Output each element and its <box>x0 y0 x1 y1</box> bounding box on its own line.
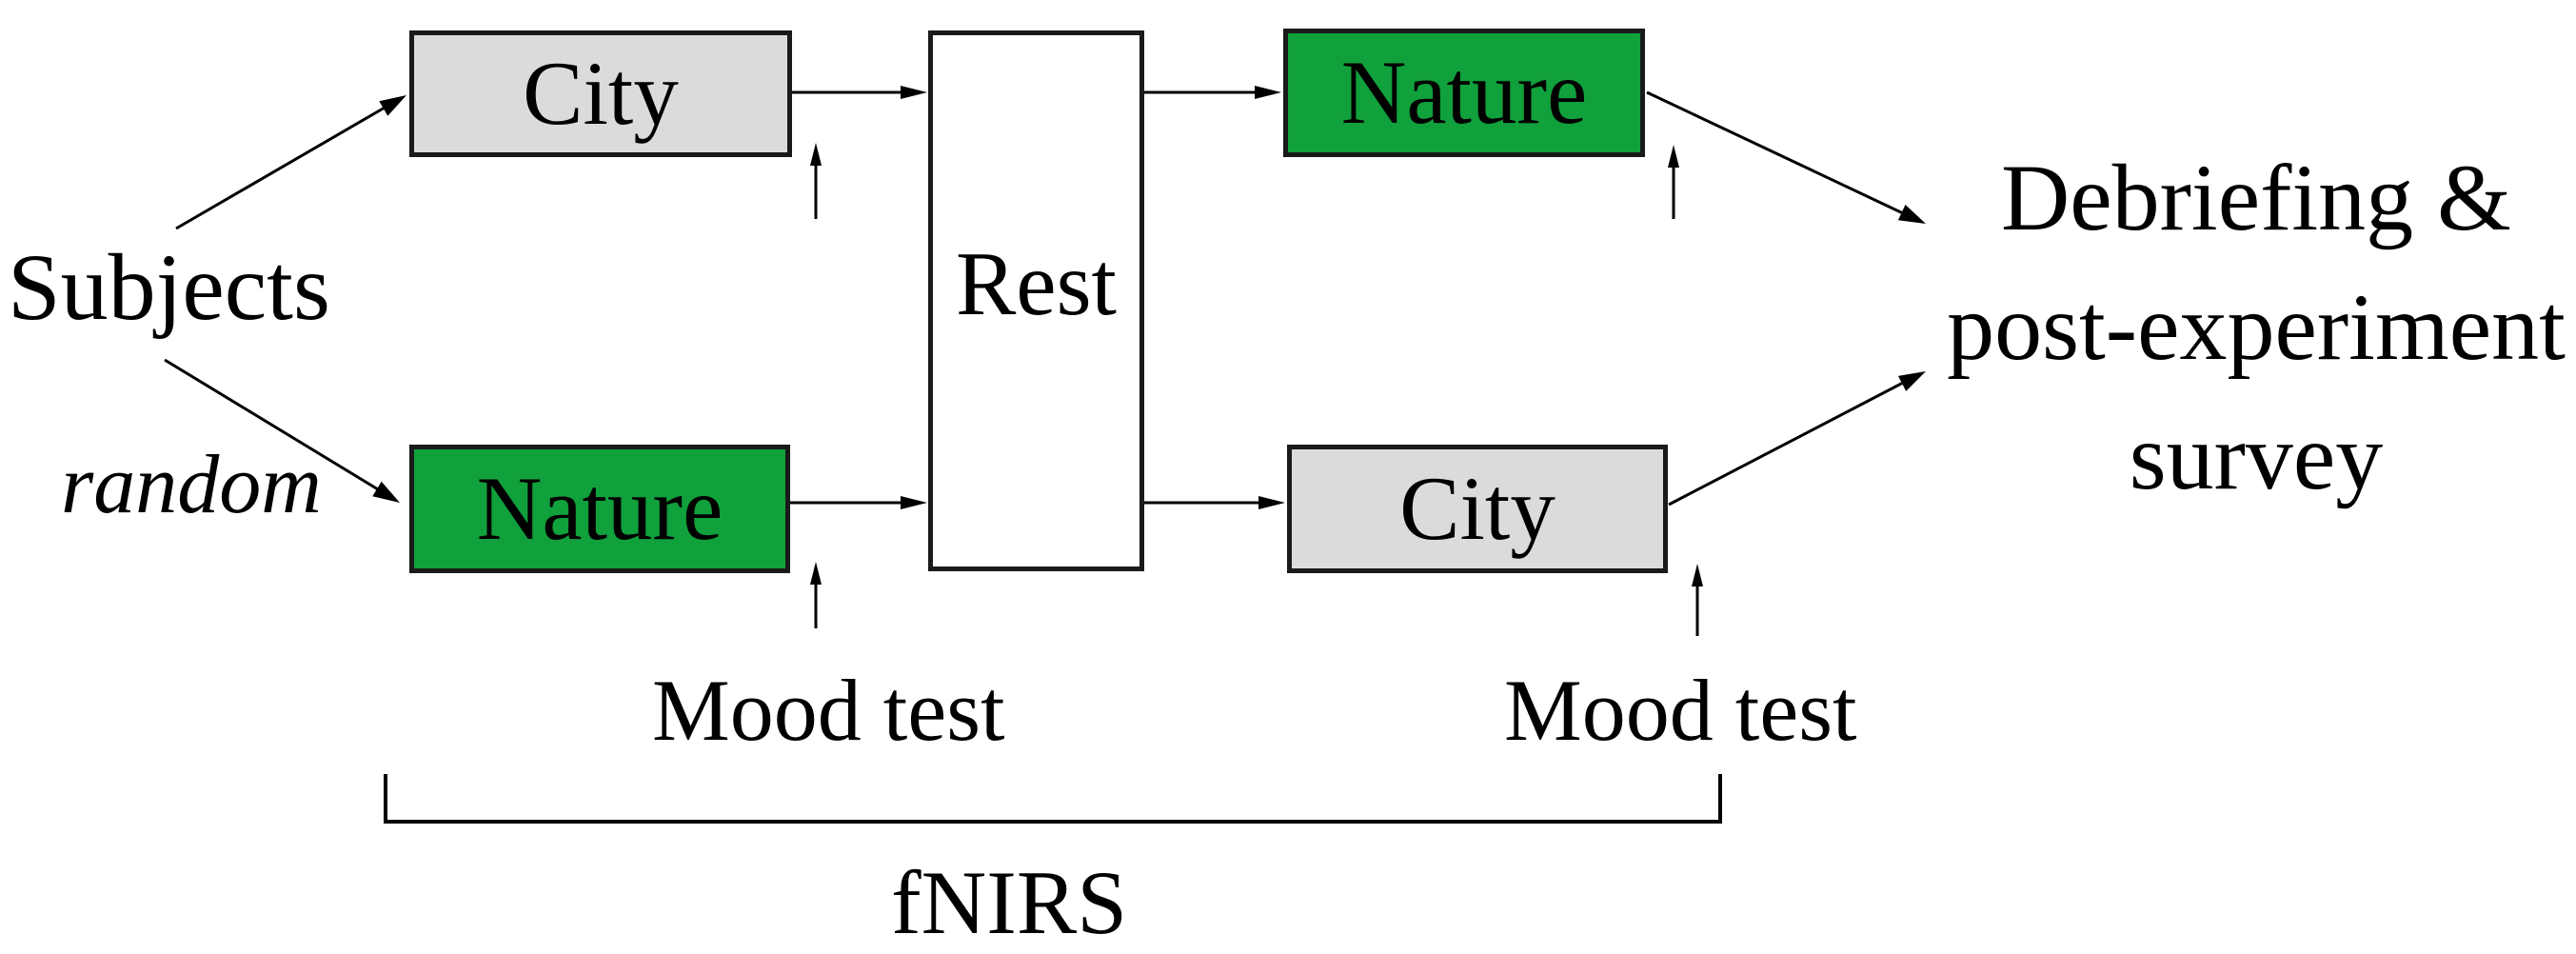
debriefing-label-line3: survey <box>2129 404 2384 509</box>
condition-box-nature-second: Nature <box>1283 29 1645 157</box>
debriefing-label-line1: Debriefing & <box>2001 145 2511 250</box>
mood-test-label-first: Mood test <box>652 662 1005 759</box>
arrow-rest-to-city <box>1144 496 1285 509</box>
mood-test-up-arrow-bottom-left <box>810 562 822 628</box>
mood-test-up-arrow-top-left <box>810 143 822 219</box>
arrow-subjects-to-nature <box>164 358 400 503</box>
condition-box-nature-second-label: Nature <box>1340 42 1588 143</box>
condition-box-city-second-label: City <box>1399 458 1556 559</box>
fnirs-bracket <box>384 774 1722 824</box>
arrow-nature-to-debriefing <box>1646 90 1926 224</box>
condition-box-city-second: City <box>1287 445 1668 573</box>
condition-box-city-first: City <box>409 30 792 157</box>
mood-test-label-second: Mood test <box>1504 662 1857 759</box>
rest-box-label: Rest <box>956 232 1117 334</box>
subjects-label: Subjects <box>8 234 330 340</box>
arrow-city-to-rest <box>792 86 927 99</box>
debriefing-label-line2: post-experiment <box>1947 274 2566 380</box>
condition-box-city-first-label: City <box>523 43 679 144</box>
debriefing-label: Debriefing & post-experiment survey <box>1942 133 2570 522</box>
condition-box-nature-first-label: Nature <box>476 458 723 559</box>
arrow-nature-to-rest <box>790 496 927 509</box>
random-label: random <box>61 439 322 531</box>
arrow-city-to-debriefing <box>1668 371 1926 507</box>
condition-box-nature-first: Nature <box>409 445 790 573</box>
mood-test-up-arrow-top-right <box>1668 145 1679 219</box>
rest-box: Rest <box>928 30 1144 571</box>
arrow-subjects-to-city <box>175 95 406 230</box>
fnirs-label: fNIRS <box>891 852 1128 953</box>
arrow-rest-to-nature <box>1144 86 1281 99</box>
mood-test-up-arrow-bottom-right <box>1692 564 1703 636</box>
